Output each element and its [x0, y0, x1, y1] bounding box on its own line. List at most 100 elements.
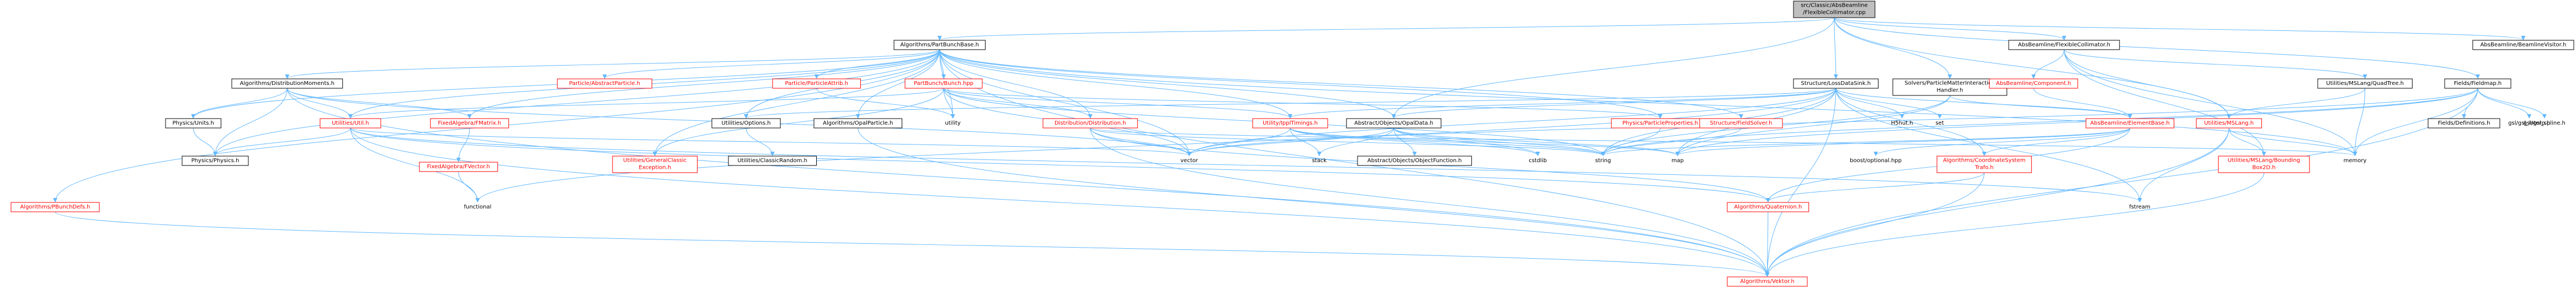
graph-node[interactable]: Abstract/Objects/ObjectFunction.h: [1357, 156, 1472, 166]
edge: [1187, 88, 1837, 156]
dependency-edge: [1601, 127, 1661, 156]
edge: [213, 49, 940, 156]
edge: [1675, 88, 2478, 156]
dependency-edge: [191, 88, 288, 119]
graph-node[interactable]: Utilities/Options.h: [711, 118, 781, 129]
dependency-edge: [350, 127, 480, 202]
node-label: utility: [945, 120, 961, 126]
graph-node[interactable]: Physics/Physics.h: [182, 156, 249, 166]
node-label: fstream: [2129, 204, 2151, 210]
graph-node[interactable]: Utilities/Util.h: [320, 118, 381, 129]
edge: [1393, 127, 1680, 156]
node-label: H5hut.h: [1891, 120, 1913, 126]
node-label: gsl/gsl_interp.h: [2508, 120, 2550, 126]
dependency-edge: [816, 88, 955, 119]
edge: [943, 88, 955, 119]
dependency-edge: [652, 88, 944, 156]
graph-node[interactable]: Distribution/Distribution.h: [1042, 118, 1138, 129]
graph-node: boost/optional.hpp: [1850, 158, 1902, 164]
dependency-edge: [652, 49, 940, 156]
graph-node[interactable]: Utilities/MSLang/QuadTree.h: [2317, 78, 2413, 89]
dependency-edge: [1675, 95, 1950, 156]
graph-node[interactable]: Algorithms/Vektor.h: [1727, 276, 1808, 287]
edge: [1601, 88, 2478, 156]
node-label: Trafo.h: [1974, 165, 1994, 171]
node-label: Physics/Units.h: [173, 120, 214, 126]
graph-node[interactable]: FixedAlgebra/FVector.h: [419, 162, 498, 172]
dependency-edge: [2063, 49, 2357, 156]
node-box: [904, 78, 983, 89]
graph-node[interactable]: FixedAlgebra/FMatrix.h: [430, 118, 509, 129]
dependency-edge: [1288, 88, 1837, 119]
dependency-edge: [2477, 88, 2547, 119]
dependency-edge: [1765, 172, 1985, 202]
edge: [191, 88, 288, 119]
edge: [458, 171, 480, 202]
edge: [816, 88, 955, 119]
dependency-edge: [1675, 127, 2131, 156]
dependency-edge: [1835, 88, 1904, 119]
dependency-edge: [193, 127, 217, 156]
graph-node[interactable]: AbsBeamline/FlexibleCollimator.h: [2008, 40, 2120, 50]
graph-node[interactable]: Algorithms/Quaternion.h: [1727, 202, 1809, 212]
graph-node[interactable]: Fields/Definitions.h: [2428, 118, 2500, 129]
graph-node[interactable]: Abstract/Objects/OpalData.h: [1346, 118, 1441, 129]
dependency-edge: [350, 127, 1770, 202]
node-label: Particle/ParticleAttrib.h: [785, 81, 848, 87]
node-box: [711, 118, 781, 129]
graph-node[interactable]: Algorithms/PartBunchBase.h: [893, 40, 986, 50]
graph-node[interactable]: Algorithms/OpalParticle.h: [813, 118, 902, 129]
graph-node[interactable]: AbsBeamline/Component.h: [1989, 78, 2078, 89]
node-box: [1727, 276, 1808, 287]
graph-node[interactable]: Physics/Units.h: [165, 118, 221, 129]
graph-node[interactable]: AbsBeamline/BeamlineVisitor.h: [2472, 40, 2574, 50]
graph-node[interactable]: Utility/IpplTimings.h: [1252, 118, 1328, 129]
dependency-edge: [1601, 127, 1742, 156]
graph-node[interactable]: Utilities/MSLang.h: [2196, 118, 2262, 129]
graph-node[interactable]: Particle/ParticleAttrib.h: [772, 78, 861, 89]
graph-node[interactable]: Structure/FieldSolver.h: [1699, 118, 1783, 129]
dependency-edge: [1765, 88, 1837, 277]
graph-node[interactable]: AbsBeamline/ElementBase.h: [2085, 118, 2174, 129]
edge: [2462, 88, 2478, 119]
node-label: Solvers/ParticleMatterInteraction: [1904, 81, 1995, 87]
graph-node[interactable]: Solvers/ParticleMatterInteractionHandler…: [1892, 78, 2008, 96]
graph-node[interactable]: Structure/LossDataSink.h: [1793, 78, 1879, 89]
graph-node[interactable]: src/Classic/AbsBeamline/FlexibleCollimat…: [1793, 1, 1876, 18]
graph-node[interactable]: Fields/Fieldmap.h: [2444, 78, 2511, 89]
edge: [1290, 127, 1680, 156]
edge: [2353, 88, 2366, 156]
node-label: memory: [2344, 158, 2367, 164]
edge: [1835, 88, 1942, 119]
edge: [1317, 127, 1395, 156]
edge: [1765, 172, 2264, 277]
graph-node[interactable]: Algorithms/DistributionMoments.h: [231, 78, 343, 89]
edge: [939, 49, 1743, 119]
node-box: [557, 78, 652, 89]
graph-node[interactable]: Algorithms/PBunchDefs.h: [10, 202, 100, 212]
node-box: [419, 162, 498, 172]
graph-node[interactable]: Physics/ParticleProperties.h: [1611, 118, 1710, 129]
graph-node[interactable]: Utilities/ClassicRandom.h: [728, 156, 817, 166]
graph-node[interactable]: PartBunch/Bunch.hpp: [904, 78, 983, 89]
dependency-edge: [2137, 127, 2229, 202]
dependency-edge: [1835, 88, 1987, 156]
node-label: Box2D.h: [2252, 165, 2275, 171]
graph-node: utility: [945, 120, 961, 126]
node-label: PartBunch/Bunch.hpp: [914, 81, 973, 87]
node-label: Utilities/MSLang/Bounding: [2228, 158, 2300, 164]
graph-node[interactable]: Particle/AbstractParticle.h: [557, 78, 652, 89]
dependency-edge: [2353, 88, 2366, 156]
edge: [286, 88, 353, 119]
edge: [1090, 127, 2357, 156]
edge: [1833, 17, 1838, 79]
edge: [2353, 88, 2478, 156]
edge: [939, 49, 1396, 119]
node-label: AbsBeamline/BeamlineVisitor.h: [2481, 42, 2567, 48]
dependency-edge: [1834, 17, 2067, 40]
edge: [1982, 127, 2131, 156]
edge: [943, 88, 1093, 119]
